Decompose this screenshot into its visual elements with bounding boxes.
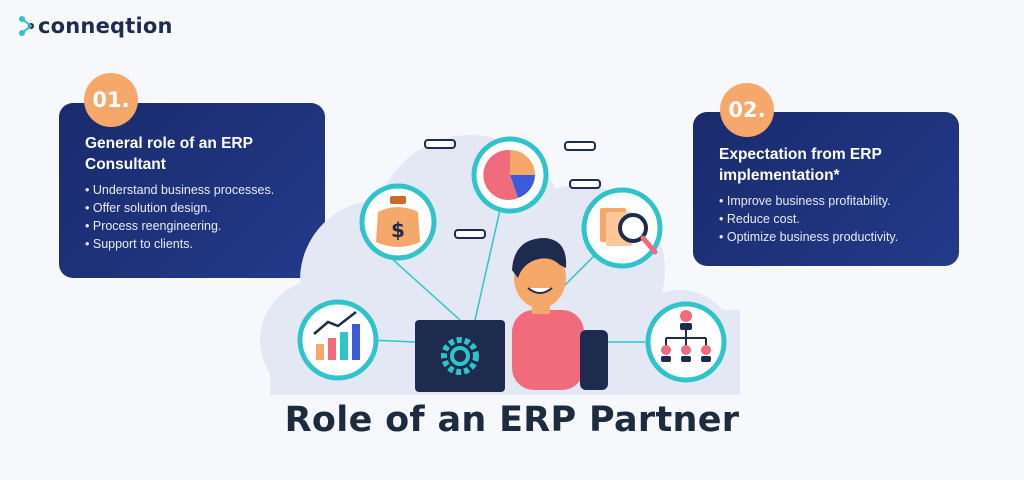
list-item: Reduce cost. [719, 210, 939, 228]
list-item: Support to clients. [85, 235, 305, 253]
list-item: Offer solution design. [85, 199, 305, 217]
list-item: Process reengineering. [85, 217, 305, 235]
svg-text:$: $ [391, 218, 405, 242]
org-chart-icon [645, 301, 727, 383]
growth-chart-icon [297, 299, 379, 381]
list-item: Understand business processes. [85, 181, 305, 199]
card-consultant-role: General role of an ERP Consultant Unders… [59, 103, 325, 278]
brand-logo[interactable]: conneqtion [18, 14, 173, 38]
laptop-icon [415, 320, 505, 392]
card-expectation-title: Expectation from ERP implementation* [719, 146, 882, 184]
erp-illustration: $ [260, 135, 740, 395]
list-item: Optimize business productivity. [719, 228, 939, 246]
card-consultant-list: Understand business processes. Offer sol… [85, 181, 305, 253]
brand-name: conneqtion [38, 14, 173, 38]
badge-01: 01. [84, 73, 138, 127]
pie-chart-icon [424, 136, 601, 239]
money-bag-icon: $ [359, 183, 437, 261]
gear-icon [441, 337, 479, 375]
badge-02: 02. [720, 83, 774, 137]
page-title: Role of an ERP Partner [284, 400, 740, 440]
consultant-person-icon [512, 238, 608, 390]
conneqtion-logo-icon [19, 16, 34, 36]
list-item: Improve business profitability. [719, 192, 939, 210]
card-consultant-title: General role of an ERP Consultant [85, 135, 253, 173]
card-expectation: Expectation from ERP implementation* Imp… [693, 112, 959, 266]
document-search-icon [581, 187, 663, 269]
card-expectation-list: Improve business profitability. Reduce c… [719, 192, 939, 246]
